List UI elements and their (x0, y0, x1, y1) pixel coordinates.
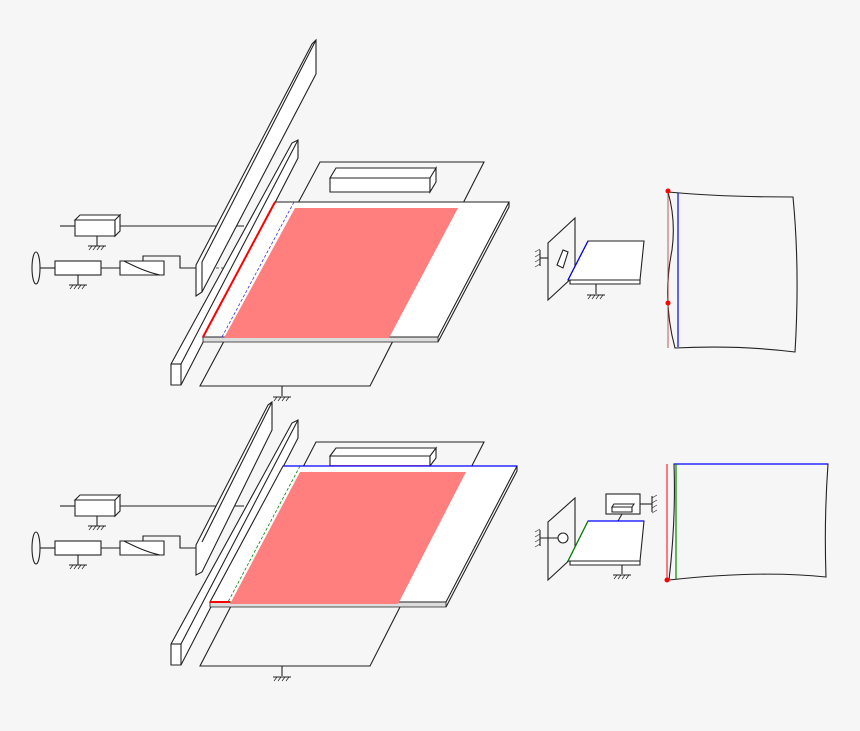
long-bar-2 (170, 419, 299, 666)
long-bar-1 (195, 400, 273, 576)
lens-train (31, 531, 196, 570)
top-block (329, 166, 437, 194)
source-box (60, 493, 244, 531)
bottom-assembly (31, 400, 518, 682)
long-bar-2 (170, 139, 299, 386)
small-sketch-bottom (534, 493, 658, 582)
top-block (328, 446, 438, 468)
highlight-area (230, 472, 466, 604)
result-sheet-top (665, 188, 798, 353)
lens-train (31, 251, 240, 290)
red-marker (665, 188, 671, 194)
highlight-area (224, 208, 458, 338)
glass-panel (209, 465, 518, 608)
top-assembly (31, 38, 510, 402)
red-marker (664, 577, 670, 583)
red-marker (665, 300, 671, 306)
green-dashed-edge (227, 465, 301, 603)
small-sketch-top (534, 216, 645, 302)
source-box (60, 213, 244, 251)
glass-panel (202, 201, 510, 343)
blue-dashed-edge (221, 201, 295, 338)
result-sheet-bottom (664, 463, 829, 583)
red-left-edge (202, 201, 276, 338)
long-bar-1 (195, 38, 317, 298)
